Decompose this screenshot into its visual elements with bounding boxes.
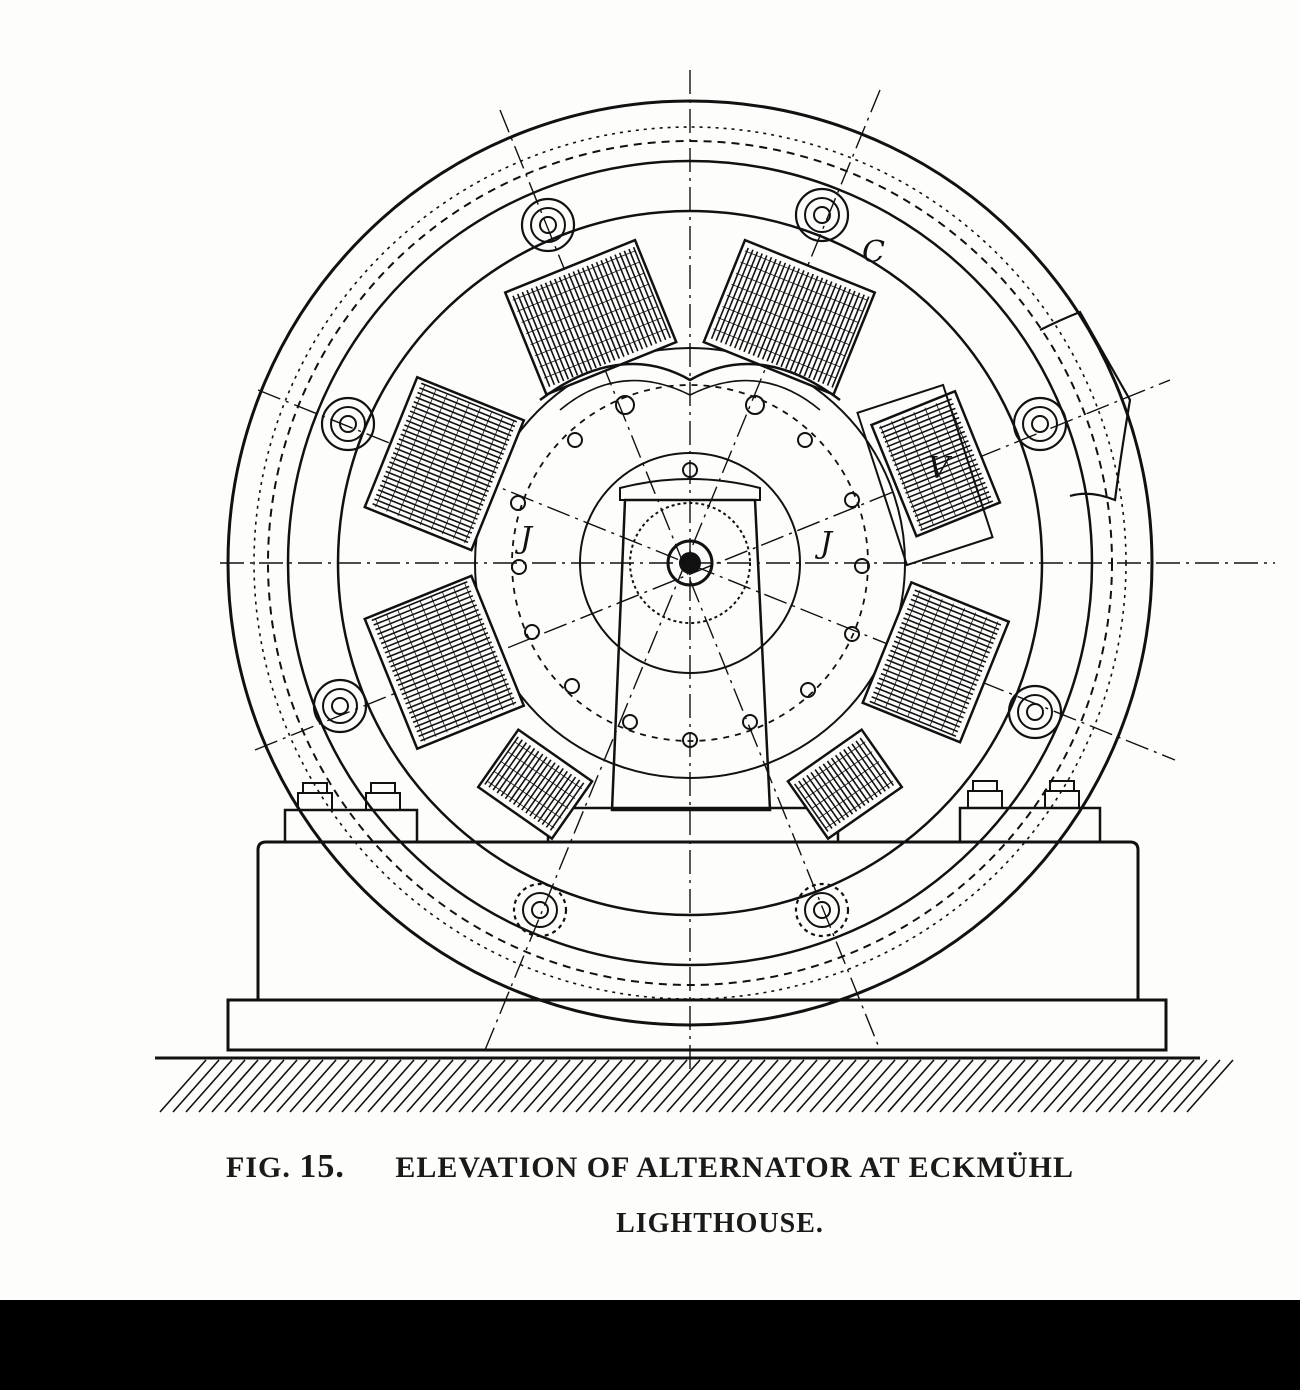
rivet [742, 714, 758, 730]
frame-bolt [1012, 396, 1068, 452]
caption-line-1: FIG. 15. ELEVATION OF ALTERNATOR AT ECKM… [0, 1148, 1300, 1186]
central-pedestal [610, 498, 772, 812]
ground-hatching [155, 1056, 1234, 1113]
figure-label: FIG. [226, 1151, 291, 1184]
label-j-left: J [514, 521, 534, 556]
field-coil [363, 574, 526, 751]
label-v: V [928, 451, 953, 486]
rotor-rivets [510, 432, 870, 748]
field-coil [503, 238, 678, 397]
frame-bolt [794, 882, 850, 938]
field-coil [869, 389, 1002, 538]
rivet [844, 626, 860, 642]
rivet [564, 678, 580, 694]
caption-title: ELEVATION OF ALTERNATOR AT ECKMÜHL [395, 1151, 1074, 1184]
frame-bolt [512, 882, 568, 938]
alternator-illustration: C J J V [155, 70, 1275, 1113]
label-c: C [862, 235, 885, 270]
field-coils [363, 238, 1011, 841]
field-coil [786, 727, 904, 841]
rivet [682, 732, 698, 748]
figure-number: 15. [299, 1148, 345, 1185]
label-j-right: J [814, 526, 834, 561]
caption-line-2: LIGHTHOUSE. [616, 1208, 824, 1239]
frame-bolt [1007, 684, 1063, 740]
rivet [511, 559, 527, 575]
frame-bolts [312, 187, 1068, 938]
bottom-band [0, 1300, 1300, 1390]
rivet [844, 492, 860, 508]
casing-break [1039, 310, 1132, 502]
frame-bolt [520, 197, 576, 253]
frame-bolt [794, 187, 850, 243]
pole-teeth [539, 362, 841, 402]
rivet [797, 432, 813, 448]
base-plinth [226, 806, 1168, 1052]
field-coil [363, 375, 526, 552]
field-coil [861, 580, 1011, 744]
rivet [800, 682, 816, 698]
rivet [524, 624, 540, 640]
field-coil [702, 238, 877, 397]
rivet [567, 432, 583, 448]
field-coil [476, 727, 594, 841]
rivet [510, 495, 526, 511]
frame-bolt [320, 396, 376, 452]
rivet [854, 558, 870, 574]
rivet [622, 714, 638, 730]
frame-bolt [312, 678, 368, 734]
rivet [682, 462, 698, 478]
